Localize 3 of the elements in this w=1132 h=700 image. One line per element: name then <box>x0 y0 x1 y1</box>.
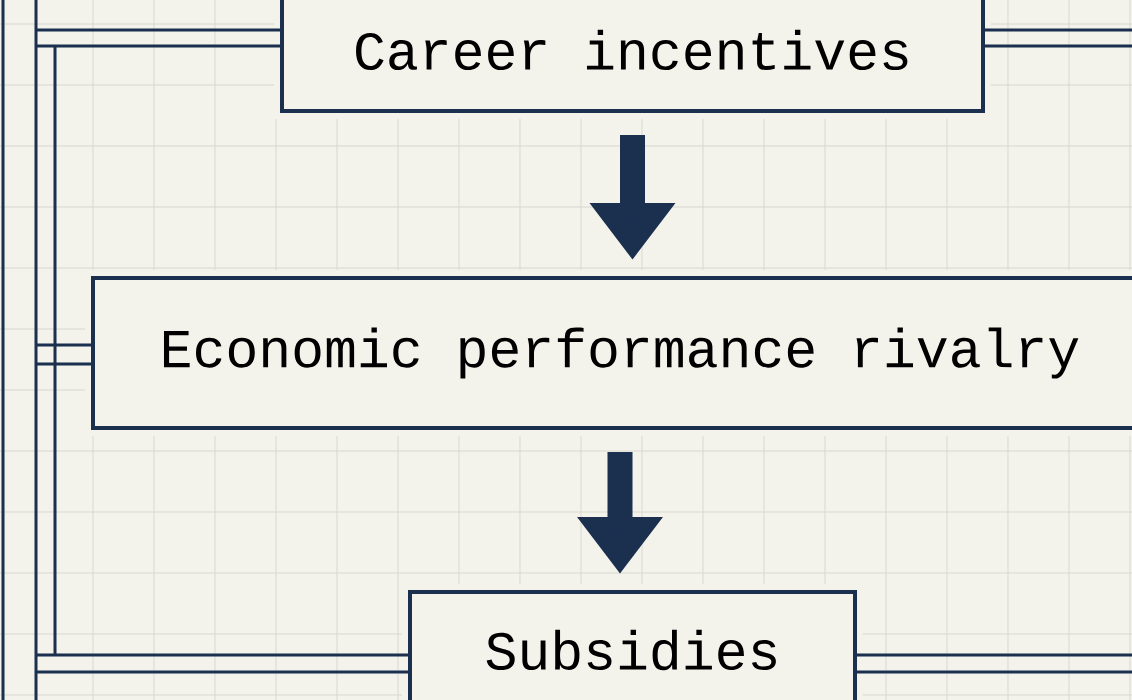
process-box: Economic performance rivalry <box>91 276 1132 430</box>
process-box: Subsidies <box>408 590 857 700</box>
process-box: Career incentives <box>280 0 985 113</box>
